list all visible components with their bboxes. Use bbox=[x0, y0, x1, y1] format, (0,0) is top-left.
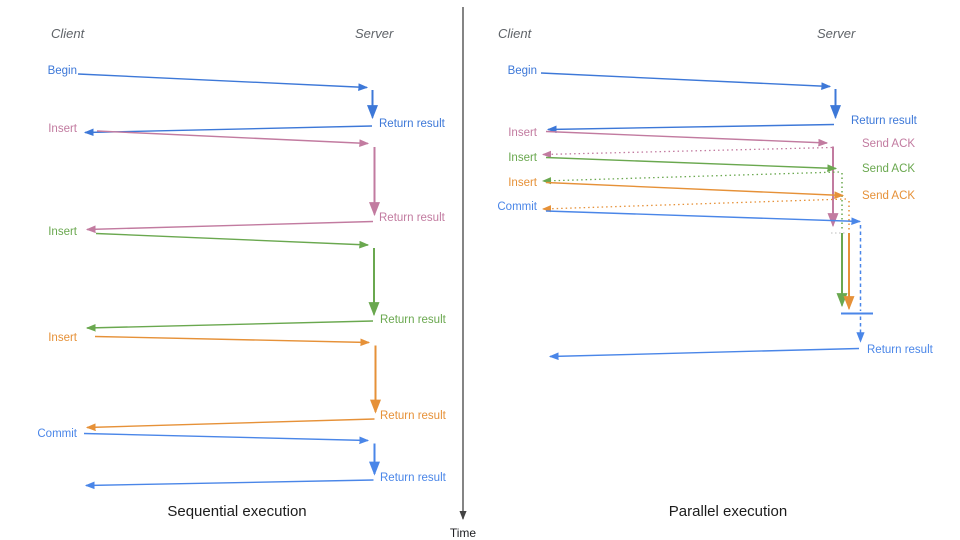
seq-insert1-response-arrow bbox=[85, 220, 374, 234]
seq-panel-title: Sequential execution bbox=[167, 503, 307, 520]
par-result-label-commit: Return result bbox=[867, 344, 933, 356]
seq-begin-response-arrow bbox=[83, 125, 373, 137]
seq-result-label-insert2: Return result bbox=[380, 314, 446, 326]
seq-op-label-insert1: Insert bbox=[48, 123, 77, 135]
seq-commit-arrows bbox=[83, 432, 380, 490]
seq-server-header: Server bbox=[355, 26, 394, 41]
par-insert3-request-arrow bbox=[545, 181, 845, 199]
seq-begin-request-arrow bbox=[77, 73, 369, 91]
par-client-header: Client bbox=[498, 26, 532, 41]
par-panel-title: Parallel execution bbox=[668, 503, 788, 520]
par-ack-label-insert3: Send ACK bbox=[862, 190, 916, 202]
par-op-label-begin: Begin bbox=[507, 65, 537, 77]
par-op-label-insert3: Insert bbox=[508, 177, 537, 189]
par-insert3-arrows bbox=[541, 181, 855, 311]
par-server-header: Server bbox=[817, 26, 856, 41]
time-axis-label: Time bbox=[449, 526, 477, 540]
par-op-label-insert2: Insert bbox=[508, 152, 537, 164]
par-ack-label-insert1: Send ACK bbox=[862, 138, 916, 150]
seq-insert2-response-arrow bbox=[85, 320, 374, 332]
seq-commit-response-arrow bbox=[84, 479, 374, 490]
seq-insert2-arrows bbox=[85, 232, 380, 332]
par-commit-response-arrow bbox=[548, 347, 860, 361]
seq-commit-request-arrow bbox=[83, 432, 370, 445]
par-begin-response-arrow bbox=[546, 123, 835, 134]
seq-insert3-request-arrow bbox=[94, 335, 371, 347]
seq-result-label-commit: Return result bbox=[380, 472, 446, 484]
seq-op-label-begin: Begin bbox=[47, 65, 77, 77]
par-ack-label-insert2: Send ACK bbox=[862, 163, 916, 175]
seq-insert3-arrows bbox=[85, 335, 381, 432]
par-insert2-arrows bbox=[541, 156, 848, 308]
par-op-label-commit: Commit bbox=[497, 201, 537, 213]
seq-client-header: Client bbox=[51, 26, 85, 41]
seq-insert2-request-arrow bbox=[95, 232, 370, 249]
par-commit-request-arrow bbox=[545, 210, 862, 226]
par-insert3-ack-arrow bbox=[541, 198, 847, 213]
seq-insert1-arrows bbox=[85, 130, 380, 234]
seq-insert1-request-arrow bbox=[96, 130, 370, 147]
par-op-label-insert1: Insert bbox=[508, 127, 537, 139]
seq-result-label-begin: Return result bbox=[379, 118, 445, 130]
seq-op-label-commit: Commit bbox=[37, 428, 77, 440]
seq-result-label-insert3: Return result bbox=[380, 410, 446, 422]
seq-begin-arrows bbox=[77, 73, 378, 137]
par-insert2-ack-arrow bbox=[541, 171, 840, 185]
par-insert1-arrows bbox=[541, 130, 839, 228]
par-begin-request-arrow bbox=[540, 72, 832, 90]
par-insert1-request-arrow bbox=[545, 130, 829, 147]
par-insert1-ack-arrow bbox=[541, 146, 833, 158]
seq-result-label-insert1: Return result bbox=[379, 212, 445, 224]
par-result-label-begin: Return result bbox=[851, 115, 917, 127]
seq-op-label-insert3: Insert bbox=[48, 332, 77, 344]
seq-insert3-response-arrow bbox=[85, 418, 375, 432]
par-commit-arrows bbox=[545, 210, 873, 361]
par-insert2-request-arrow bbox=[545, 156, 838, 173]
par-begin-arrows bbox=[540, 72, 841, 134]
seq-op-label-insert2: Insert bbox=[48, 226, 77, 238]
